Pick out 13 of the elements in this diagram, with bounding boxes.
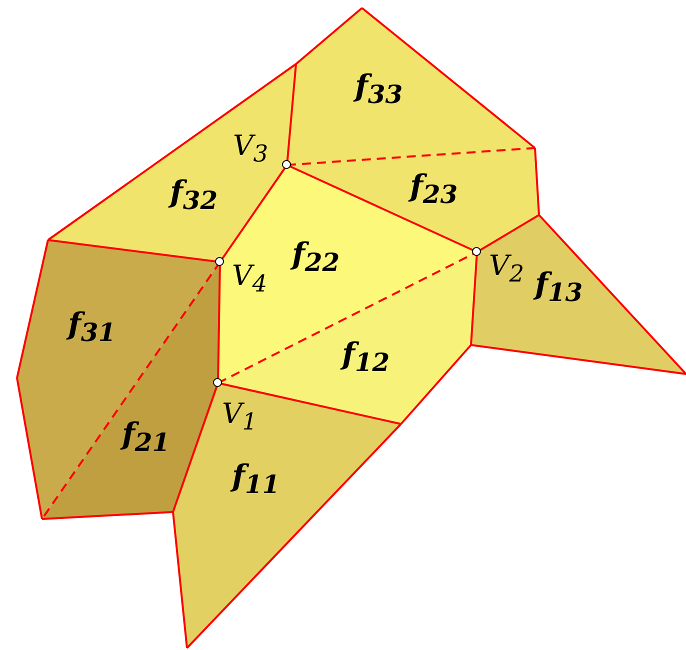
face-label: f$_{12}$ [342,340,390,375]
face-label: f$_{22}$ [292,240,340,275]
face-label: f$_{33}$ [355,72,403,107]
face-label: f$_{23}$ [410,172,458,207]
vertex-label: V$_{2}$ [489,252,524,286]
face-label: f$_{21}$ [122,420,170,455]
vertex-label: V$_{1}$ [222,400,258,434]
face-label: f$_{32}$ [170,178,218,213]
vertex-label: V$_{4}$ [232,262,268,296]
face-label: f$_{11}$ [232,462,280,497]
vertex-label: V$_{3}$ [233,132,268,166]
face-label: f$_{13}$ [535,270,583,305]
face-label: f$_{31}$ [68,310,116,345]
